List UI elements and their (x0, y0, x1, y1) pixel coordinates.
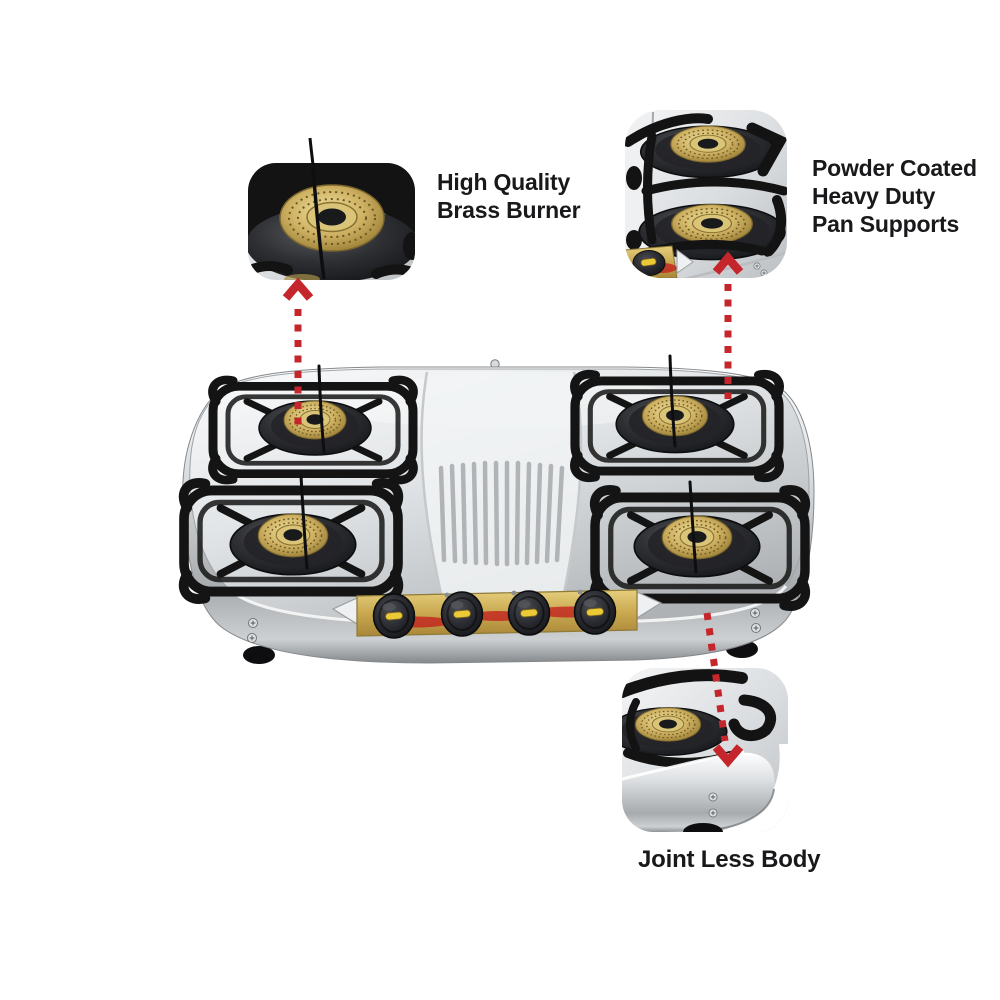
inset3-foot (683, 823, 723, 832)
pan-support-spikes (299, 354, 698, 574)
inset-pan-supports-zoom (625, 110, 787, 278)
callout-joint-less-body-line1: Joint Less Body (638, 846, 821, 873)
inset2-knob (632, 250, 666, 276)
callout-pan-supports-line1: Powder Coated (812, 155, 977, 181)
dotted-arrow-brass-burner (282, 277, 314, 426)
control-panel (331, 589, 663, 639)
screw-front-right-2 (751, 623, 761, 633)
inset-joint-less-body-zoom (622, 668, 788, 832)
callout-brass-burner: High Quality Brass Burner (437, 168, 581, 224)
burner-bottom-left (229, 513, 357, 576)
drip-tray-ribs (438, 460, 565, 567)
callout-pan-supports-line3: Pan Supports (812, 211, 960, 237)
stove-body (183, 354, 815, 664)
inset-brass-burner-zoom (248, 137, 415, 280)
screw-front-left-2 (247, 633, 257, 643)
knob-1 (372, 593, 416, 639)
callout-joint-less-body: Joint Less Body (638, 846, 821, 874)
dotted-arrow-joint-less-body (703, 612, 744, 768)
callout-pan-supports-line2: Heavy Duty (812, 183, 936, 209)
stove-foot-left (243, 646, 275, 664)
callout-brass-burner-line1: High Quality (437, 169, 571, 195)
knob-3 (507, 590, 551, 636)
screw-front-right-1 (750, 608, 760, 618)
dotted-arrow-pan-supports (712, 251, 744, 399)
inset1-spike-overflow (308, 137, 315, 166)
center-drip-tray (420, 371, 583, 599)
callout-arrows (282, 251, 744, 768)
callout-brass-burner-line2: Brass Burner (437, 197, 581, 223)
knob-4 (573, 589, 617, 635)
knob-2 (440, 591, 484, 637)
burner-top-left (258, 400, 372, 456)
screw-front-left-1 (248, 618, 258, 628)
callout-pan-supports: Powder Coated Heavy Duty Pan Supports (812, 154, 977, 238)
